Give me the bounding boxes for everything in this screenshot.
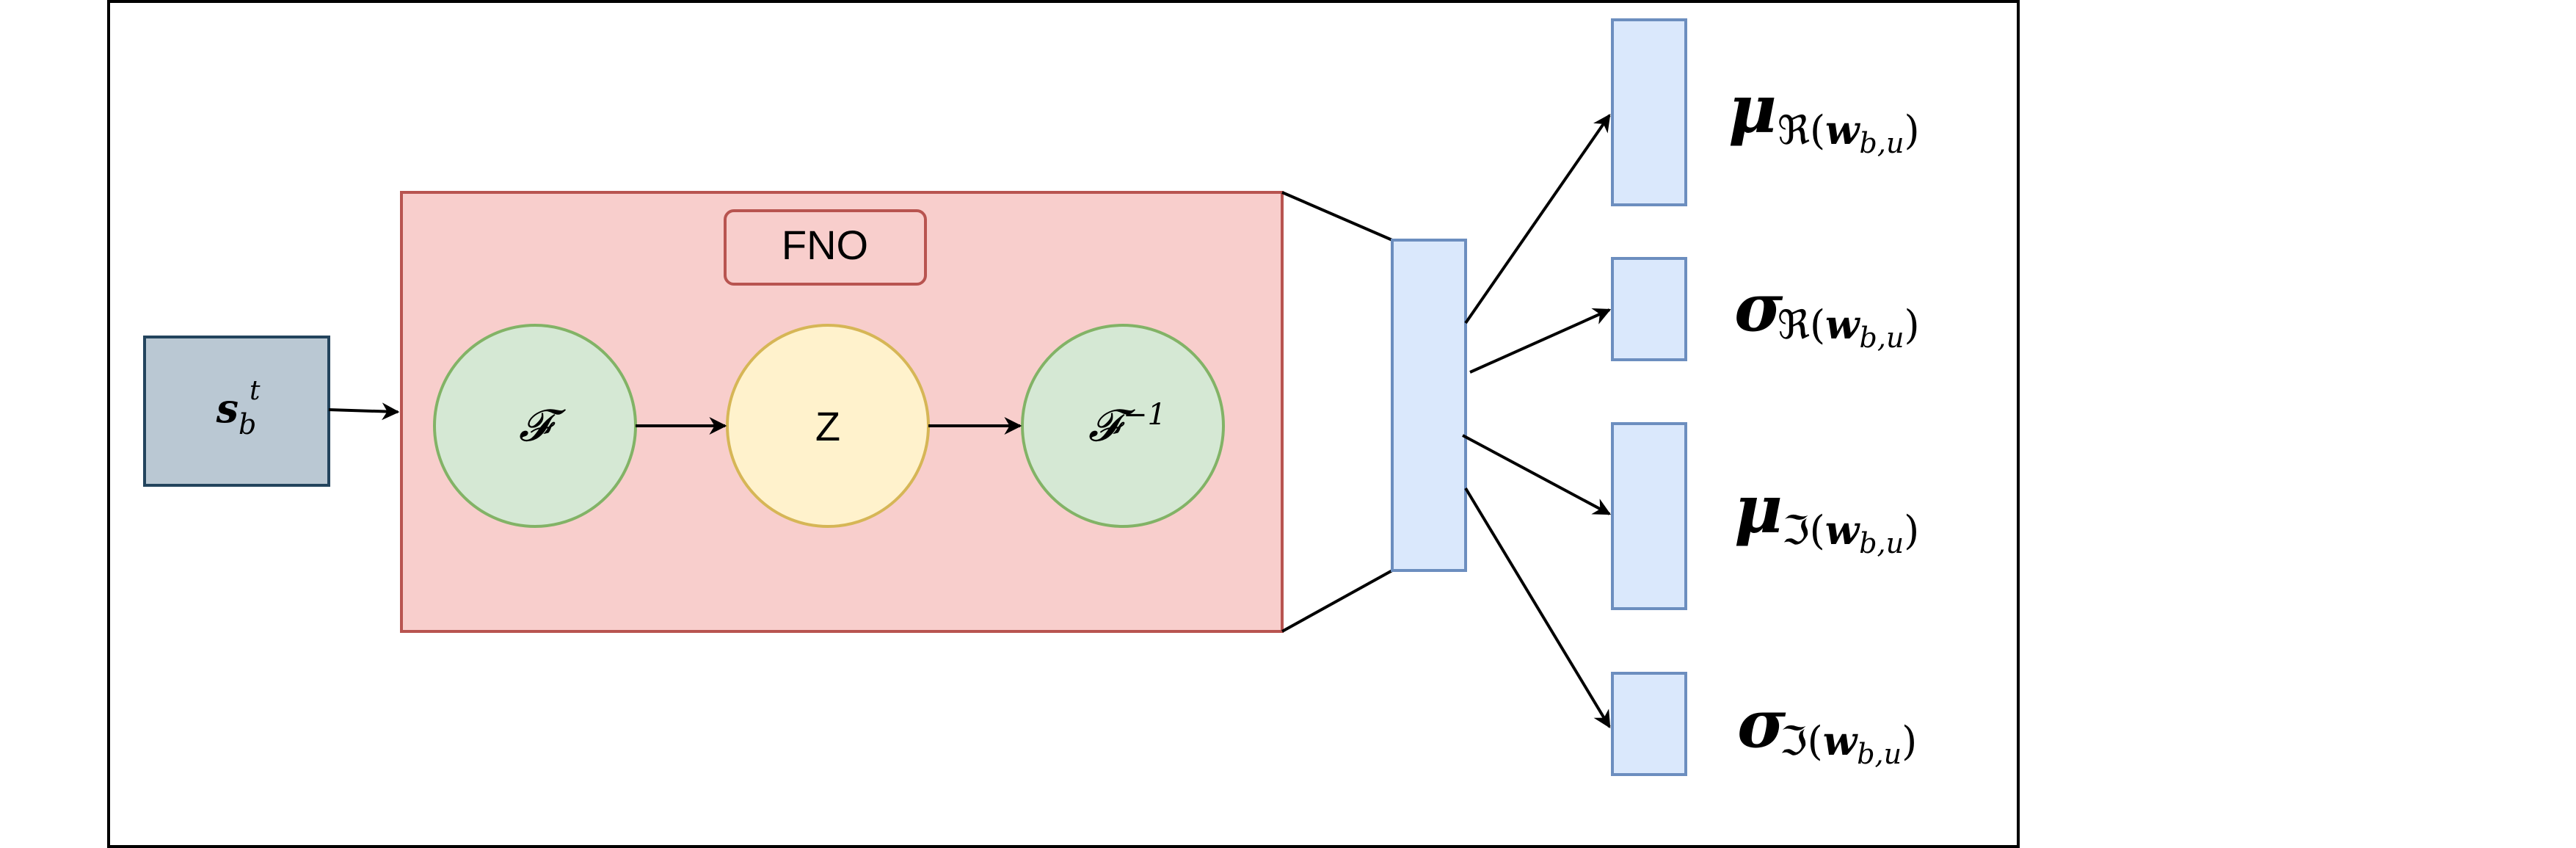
mu-real-var: w (1825, 106, 1861, 153)
sigma-real-var: w (1825, 301, 1861, 348)
latent-vector (1391, 239, 1467, 572)
mu-imag-greek: μ (1734, 471, 1783, 548)
inverse-fourier-superscript: −1 (1123, 398, 1166, 432)
svg-text:σ: σ (1734, 269, 1783, 347)
output-label-sigma-imag: σ ℑ(wb,u) (1737, 685, 1917, 770)
svg-text:ℑ(wb,u): ℑ(wb,u) (1780, 717, 1917, 770)
output-box-sigma-imag (1611, 672, 1687, 776)
mu-imag-var: w (1825, 507, 1861, 554)
sigma-imag-sub: b,u (1857, 738, 1902, 770)
input-label: sb (216, 385, 257, 441)
sigma-real-part: ℜ (1778, 302, 1810, 348)
projection-line-bottom (1281, 569, 1393, 633)
sigma-real-sub: b,u (1860, 322, 1904, 354)
mu-imag-sub: b,u (1859, 527, 1904, 559)
fno-label-box (724, 209, 927, 286)
svg-text:μ: μ (1734, 471, 1783, 548)
inverse-fourier-node (1021, 324, 1225, 528)
output-label-mu-imag: μ ℑ(wb,u) (1734, 471, 1919, 559)
svg-text:ℜ(wb,u): ℜ(wb,u) (1778, 301, 1920, 354)
output-box-mu-imag (1611, 422, 1687, 610)
input-subscript: b (239, 408, 256, 441)
svg-text:ℑ(wb,u): ℑ(wb,u) (1782, 507, 1919, 559)
output-box-sigma-real (1611, 257, 1687, 361)
svg-text:ℜ(wb,u): ℜ(wb,u) (1778, 106, 1920, 159)
arrow-to-sigma-real (1469, 308, 1612, 374)
input-symbol: s (216, 385, 239, 432)
mu-real-sub: b,u (1860, 127, 1904, 159)
output-box-mu-real (1611, 18, 1687, 206)
sigma-real-greek: σ (1734, 269, 1783, 347)
arrow-to-sigma-imag (1464, 487, 1611, 729)
projection-line-top (1281, 191, 1393, 242)
sigma-imag-greek: σ (1737, 685, 1786, 763)
output-label-mu-real: μ ℜ(wb,u) (1728, 70, 1920, 159)
input-superscript: t (250, 376, 261, 406)
arrow-to-mu-imag (1462, 434, 1612, 515)
sigma-imag-part: ℑ (1780, 718, 1808, 764)
mu-imag-part: ℑ (1782, 507, 1810, 554)
output-label-sigma-real: σ ℜ(wb,u) (1734, 269, 1920, 354)
sigma-imag-var: w (1823, 717, 1859, 764)
svg-text:μ: μ (1728, 70, 1777, 148)
z-symbol: Z (815, 403, 840, 449)
input-box (143, 336, 330, 487)
arrow-to-mu-real (1464, 114, 1611, 325)
fno-label: FNO (782, 222, 868, 268)
mu-real-greek: μ (1728, 70, 1777, 148)
arrow-input-to-fno (328, 402, 400, 421)
svg-text:σ: σ (1737, 685, 1786, 763)
mu-real-part: ℜ (1778, 107, 1810, 153)
